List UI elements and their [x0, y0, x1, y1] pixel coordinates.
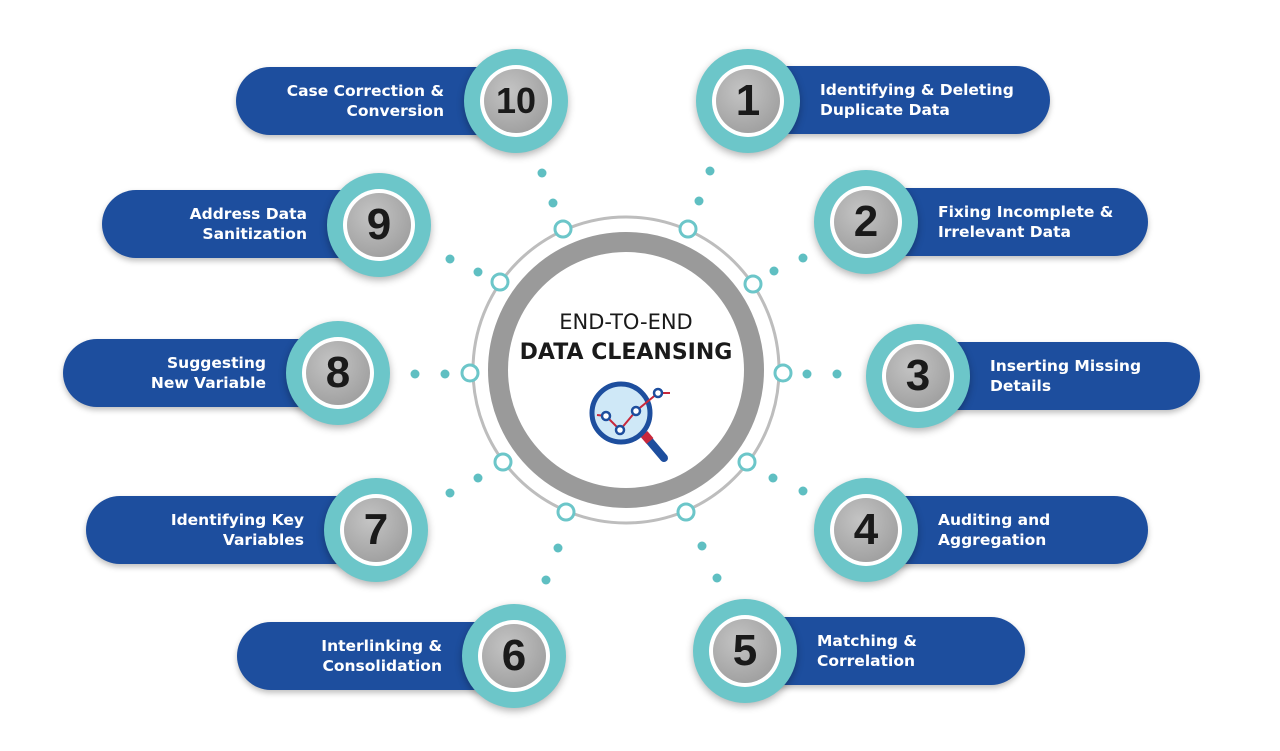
step-3-number: 3 — [886, 344, 950, 408]
step-6-number: 6 — [482, 624, 546, 688]
step-2-number: 2 — [834, 190, 898, 254]
step-7-badge: 7 — [324, 478, 428, 582]
step-7-number: 7 — [344, 498, 408, 562]
step-1-label: Identifying & Deleting Duplicate Data — [820, 81, 1014, 119]
ring-nodes — [460, 219, 793, 522]
step-5-number: 5 — [713, 619, 777, 683]
step-1-badge: 1 — [696, 49, 800, 153]
center-title-line2: DATA CLEANSING — [519, 340, 733, 365]
step-6-badge: 6 — [462, 604, 566, 708]
step-9-number: 9 — [347, 193, 411, 257]
step-10-number: 10 — [484, 69, 548, 133]
step-4-label: Auditing and Aggregation — [938, 511, 1051, 549]
connector-dots — [410, 166, 842, 585]
step-4-number: 4 — [834, 498, 898, 562]
step-8-number: 8 — [306, 341, 370, 405]
step-9-label: Address Data Sanitization — [189, 205, 307, 243]
step-2-badge: 2 — [814, 170, 918, 274]
step-3-badge: 3 — [866, 324, 970, 428]
center-title-line1: END-TO-END — [559, 310, 693, 334]
step-3-label: Inserting Missing Details — [990, 357, 1142, 395]
step-10-badge: 10 — [464, 49, 568, 153]
step-10-label: Case Correction & Conversion — [286, 82, 444, 120]
step-4-badge: 4 — [814, 478, 918, 582]
step-8-badge: 8 — [286, 321, 390, 425]
step-7-pill: Identifying Key Variables — [86, 496, 376, 564]
step-6-label: Interlinking & Consolidation — [321, 637, 442, 675]
step-7-label: Identifying Key Variables — [170, 511, 304, 549]
step-4-pill: Auditing and Aggregation — [866, 496, 1148, 564]
magnifier-chart-icon — [589, 381, 670, 462]
center-title: END-TO-END DATA CLEANSING — [506, 310, 746, 365]
step-9-badge: 9 — [327, 173, 431, 277]
step-1-number: 1 — [716, 69, 780, 133]
step-8-label: Suggesting New Variable — [150, 354, 266, 392]
grey-ring — [488, 232, 764, 508]
step-5-badge: 5 — [693, 599, 797, 703]
step-5-label: Matching & Correlation — [817, 632, 917, 670]
step-2-label: Fixing Incomplete & Irrelevant Data — [938, 203, 1114, 241]
